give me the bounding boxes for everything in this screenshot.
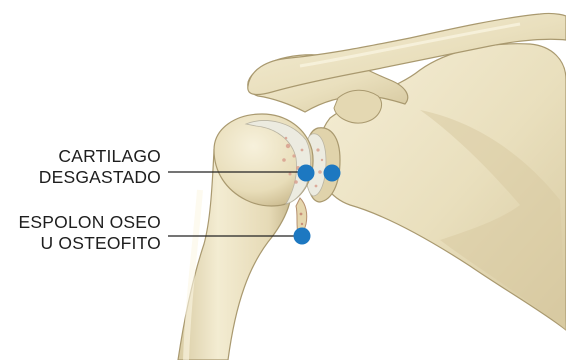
cartilage-marker-glenoid xyxy=(324,165,341,182)
bone-spur-label-line1: ESPOLON OSEO xyxy=(19,212,161,233)
cartilage-label: CARTILAGO DESGASTADO xyxy=(39,146,161,188)
bone-spur-label-line2: U OSTEOFITO xyxy=(19,233,161,254)
bone-spur-marker xyxy=(294,228,311,245)
coracoid xyxy=(334,90,382,123)
bone-spur-label: ESPOLON OSEO U OSTEOFITO xyxy=(19,212,161,254)
cartilage-label-line2: DESGASTADO xyxy=(39,167,161,188)
cartilage-label-line1: CARTILAGO xyxy=(39,146,161,167)
cartilage-marker-humerus xyxy=(298,165,315,182)
